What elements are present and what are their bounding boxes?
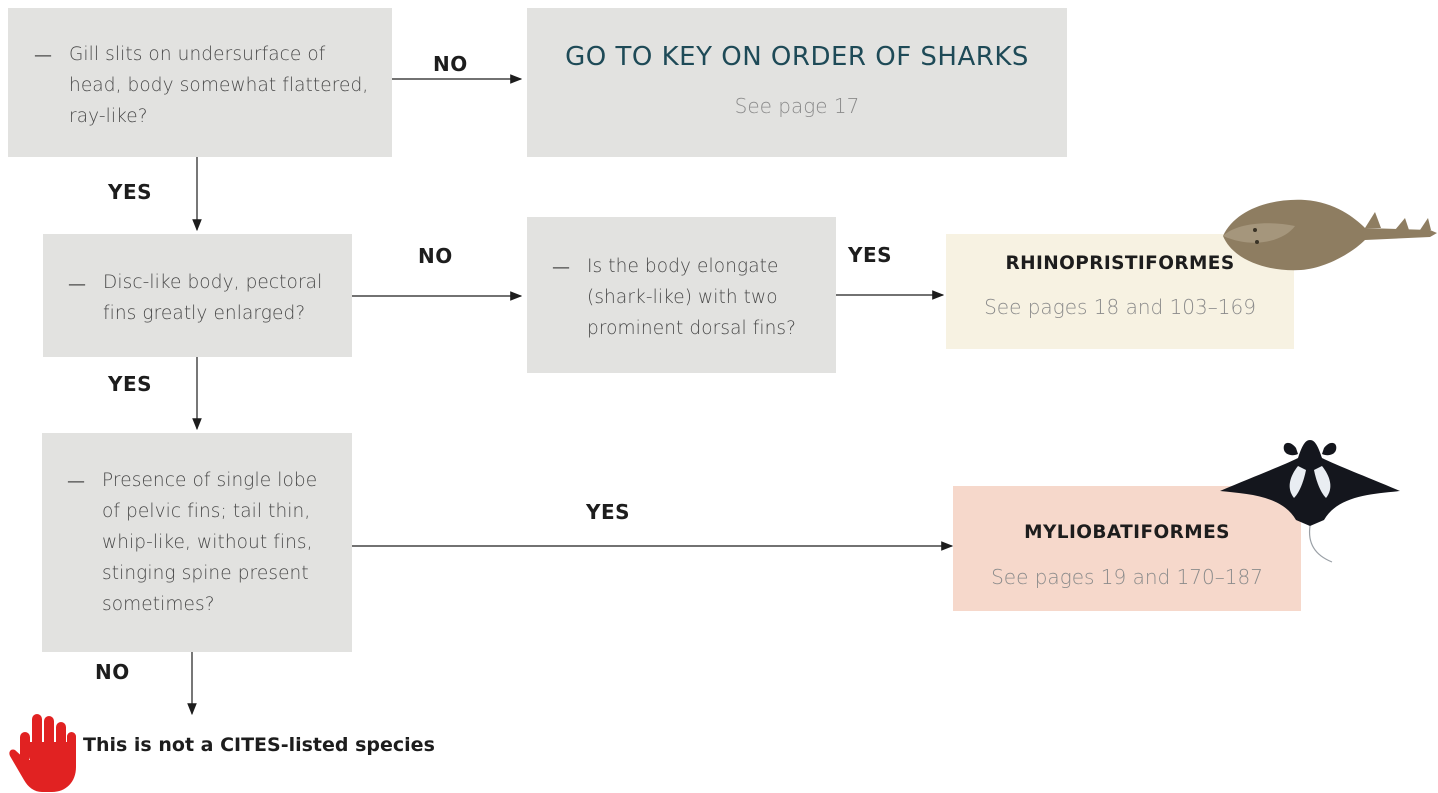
question-line: prominent dorsal fins?	[587, 318, 797, 339]
label-no: NO	[433, 52, 468, 76]
question-line: Is the body elongate	[587, 256, 779, 277]
result-subtitle: See page 17	[734, 94, 860, 118]
question-line: of pelvic fins; tail thin,	[102, 501, 311, 522]
question-line: Gill slits on undersurface of	[69, 44, 326, 65]
result-title: MYLIOBATIFORMES	[1024, 522, 1230, 543]
question-text: Is the body elongate (shark-like) with t…	[587, 251, 832, 344]
question-text: Disc-like body, pectoral fins greatly en…	[103, 267, 348, 329]
question-text: Presence of single lobe of pelvic fins; …	[102, 465, 347, 620]
result-subtitle: See pages 18 and 103–169	[984, 295, 1256, 319]
result-subtitle: See pages 19 and 170–187	[991, 565, 1263, 589]
dash-marker: —	[68, 274, 86, 295]
guitarfish-icon	[1223, 199, 1437, 271]
label-yes: YES	[586, 500, 631, 524]
question-line: whip-like, without fins,	[102, 532, 313, 553]
result-box-rhinopristiformes: RHINOPRISTIFORMES See pages 18 and 103–1…	[946, 234, 1294, 349]
label-yes: YES	[108, 372, 153, 396]
result-box-myliobatiformes: MYLIOBATIFORMES See pages 19 and 170–187	[953, 486, 1301, 611]
label-no: NO	[95, 660, 130, 684]
question-line: ray-like?	[69, 106, 148, 127]
question-text: Gill slits on undersurface of head, body…	[69, 39, 389, 132]
question-box-gill-slits: — Gill slits on undersurface of head, bo…	[8, 8, 392, 157]
result-title: GO TO KEY ON ORDER OF SHARKS	[565, 42, 1029, 72]
question-box-elongate: — Is the body elongate (shark-like) with…	[527, 217, 836, 373]
stop-hand-icon	[9, 714, 76, 792]
result-box-sharks: GO TO KEY ON ORDER OF SHARKS See page 17	[527, 8, 1067, 157]
label-yes: YES	[848, 243, 893, 267]
dash-marker: —	[34, 45, 52, 66]
question-line: Presence of single lobe	[102, 470, 318, 491]
label-no: NO	[418, 244, 453, 268]
question-line: Disc-like body, pectoral	[103, 272, 323, 293]
question-line: fins greatly enlarged?	[103, 303, 306, 324]
question-line: sometimes?	[102, 594, 215, 615]
question-line: (shark-like) with two	[587, 287, 778, 308]
question-box-disc-body: — Disc-like body, pectoral fins greatly …	[43, 234, 352, 357]
question-box-pelvic-fins: — Presence of single lobe of pelvic fins…	[42, 433, 352, 652]
dash-marker: —	[552, 257, 570, 278]
question-line: head, body somewhat flattered,	[69, 75, 369, 96]
question-line: stinging spine present	[102, 563, 309, 584]
dash-marker: —	[67, 471, 85, 492]
not-cites-text: This is not a CITES-listed species	[83, 734, 435, 756]
manta-ray-icon	[1220, 440, 1400, 563]
result-title: RHINOPRISTIFORMES	[1005, 253, 1235, 274]
label-yes: YES	[108, 180, 153, 204]
